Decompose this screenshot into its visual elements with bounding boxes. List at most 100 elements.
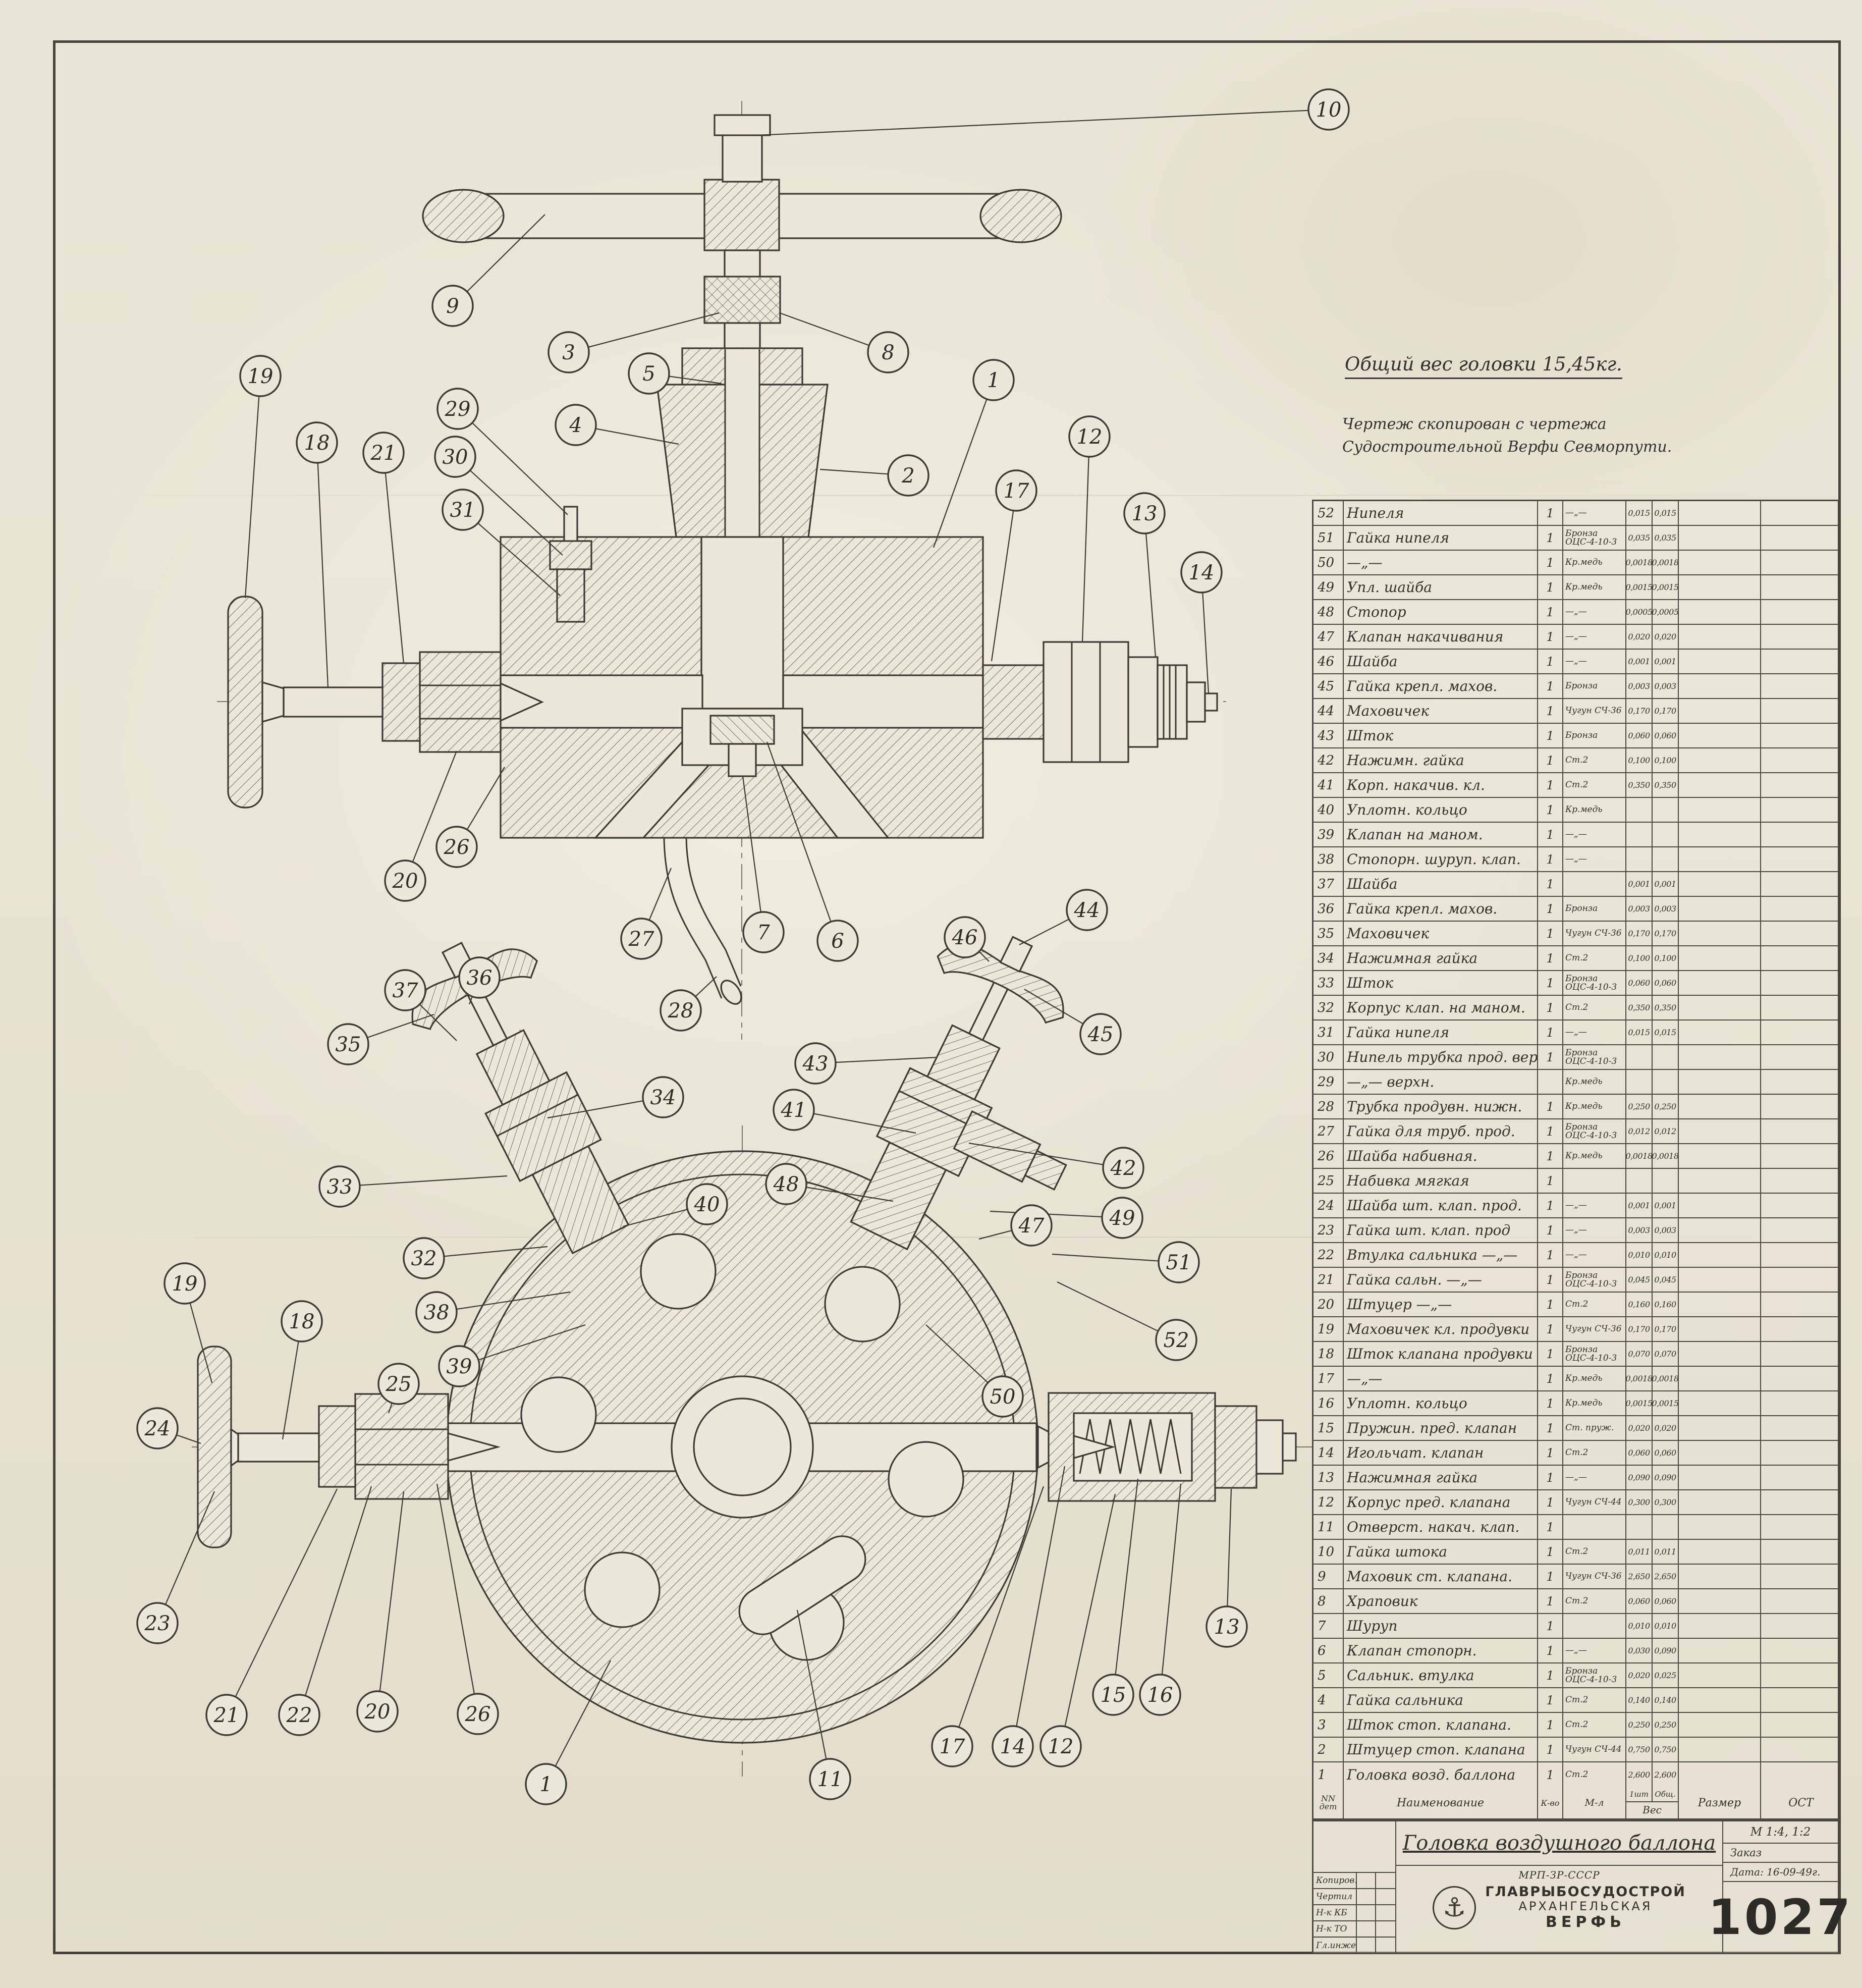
cell-w1: 0,0018 bbox=[1626, 551, 1653, 574]
cell-size bbox=[1679, 798, 1761, 822]
cell-ost bbox=[1761, 501, 1841, 525]
cell-size bbox=[1679, 1565, 1761, 1588]
cell-qty: 1 bbox=[1538, 996, 1563, 1019]
callout-balloon-14: 14 bbox=[992, 1725, 1034, 1767]
cell-ost bbox=[1761, 1540, 1841, 1564]
cell-size bbox=[1679, 1342, 1761, 1366]
cell-name: Трубка продувн. нижн. bbox=[1344, 1095, 1538, 1118]
organization-block: МРП-ЗР-СССР ⚓ ГЛАВРЫБОСУДОСТРОЙ АРХАНГЕЛ… bbox=[1395, 1866, 1723, 1953]
cell-mat: Ст.2 bbox=[1563, 1441, 1626, 1465]
cell-w1: 0,0015 bbox=[1626, 1391, 1653, 1415]
cell-w1: 0,001 bbox=[1626, 1194, 1653, 1217]
svg-text:8: 8 bbox=[882, 341, 894, 364]
cell-nn: 1 bbox=[1313, 1762, 1344, 1787]
cell-qty: 1 bbox=[1538, 1144, 1563, 1168]
cell-mat: Чугун СЧ-36 bbox=[1563, 1317, 1626, 1341]
svg-text:6: 6 bbox=[831, 930, 844, 953]
cell-w2 bbox=[1653, 823, 1679, 846]
cell-qty: 1 bbox=[1538, 823, 1563, 846]
cell-size bbox=[1679, 971, 1761, 995]
cell-name: Сальник. втулка bbox=[1344, 1663, 1538, 1687]
cell-qty: 1 bbox=[1538, 1169, 1563, 1193]
cell-nn: 12 bbox=[1313, 1490, 1344, 1514]
cell-w2: 0,0005 bbox=[1653, 600, 1679, 624]
cell-qty: 1 bbox=[1538, 575, 1563, 599]
callout-balloon-20: 20 bbox=[356, 1690, 399, 1733]
cell-w1: 0,060 bbox=[1626, 971, 1653, 995]
cell-ost bbox=[1761, 748, 1841, 772]
cell-mat: —„— bbox=[1563, 1466, 1626, 1489]
cell-w1: 0,003 bbox=[1626, 1218, 1653, 1242]
handwheel-hub bbox=[703, 179, 780, 251]
svg-text:12: 12 bbox=[1048, 1735, 1074, 1758]
callout-balloon-41: 41 bbox=[773, 1089, 815, 1131]
role-signature-cell bbox=[1357, 1938, 1376, 1954]
callout-balloon-13: 13 bbox=[1123, 492, 1166, 534]
cell-w2: 0,003 bbox=[1653, 674, 1679, 698]
callout-leader-line bbox=[1143, 513, 1157, 658]
cell-w1: 0,060 bbox=[1626, 1441, 1653, 1465]
callout-balloon-40: 40 bbox=[686, 1183, 728, 1225]
drawing-number: 1027 bbox=[1708, 1889, 1853, 1946]
callout-balloon-17: 17 bbox=[931, 1725, 973, 1767]
svg-text:2: 2 bbox=[901, 464, 914, 488]
cell-ost bbox=[1761, 526, 1841, 550]
cell-mat: Бронза ОЦС-4-10-3 bbox=[1563, 971, 1626, 995]
shipyard-logo-anchor-icon: ⚓ bbox=[1433, 1886, 1476, 1929]
cell-w2: 0,0018 bbox=[1653, 1144, 1679, 1168]
callout-balloon-47: 47 bbox=[1010, 1204, 1053, 1247]
copied-from-note: Чертеж скопирован с чертежа Судостроител… bbox=[1342, 413, 1672, 458]
cell-size bbox=[1679, 551, 1761, 574]
cell-name: Корп. накачив. кл. bbox=[1344, 773, 1538, 797]
svg-text:44: 44 bbox=[1074, 899, 1100, 922]
cell-size bbox=[1679, 773, 1761, 797]
svg-text:45: 45 bbox=[1087, 1023, 1114, 1046]
svg-text:13: 13 bbox=[1132, 502, 1158, 525]
cell-w2: 0,060 bbox=[1653, 971, 1679, 995]
cell-name: Штуцер —„— bbox=[1344, 1293, 1538, 1316]
cell-mat: Бронза ОЦС-4-10-3 bbox=[1563, 1119, 1626, 1143]
cell-w2: 0,160 bbox=[1653, 1293, 1679, 1316]
cell-size bbox=[1679, 748, 1761, 772]
cell-qty: 1 bbox=[1538, 1317, 1563, 1341]
cell-ost bbox=[1761, 625, 1841, 649]
cell-size bbox=[1679, 1119, 1761, 1143]
cell-size bbox=[1679, 1663, 1761, 1687]
cell-qty: 1 bbox=[1538, 1367, 1563, 1390]
cell-ost bbox=[1761, 1169, 1841, 1193]
cell-nn: 44 bbox=[1313, 699, 1344, 723]
cell-size bbox=[1679, 575, 1761, 599]
cell-name: Гайка нипеля bbox=[1344, 526, 1538, 550]
cell-size bbox=[1679, 1391, 1761, 1415]
cell-ost bbox=[1761, 847, 1841, 871]
cell-name: Нажимная гайка bbox=[1344, 1466, 1538, 1489]
handwheel-ball-right bbox=[979, 189, 1062, 243]
svg-text:18: 18 bbox=[289, 1310, 315, 1333]
cell-nn: 19 bbox=[1313, 1317, 1344, 1341]
svg-text:51: 51 bbox=[1166, 1251, 1192, 1274]
cell-nn: 23 bbox=[1313, 1218, 1344, 1242]
callout-leader-line bbox=[990, 1210, 1123, 1219]
cell-w1: 0,020 bbox=[1626, 1663, 1653, 1687]
role-signature-cell bbox=[1357, 1905, 1376, 1920]
svg-text:29: 29 bbox=[445, 398, 471, 421]
cell-nn: 16 bbox=[1313, 1391, 1344, 1415]
cell-w1 bbox=[1626, 1045, 1653, 1069]
cell-w2: 0,0018 bbox=[1653, 551, 1679, 574]
cell-nn: 28 bbox=[1313, 1095, 1344, 1118]
cell-nn: 52 bbox=[1313, 501, 1344, 525]
cell-name: Нажимн. гайка bbox=[1344, 748, 1538, 772]
svg-text:17: 17 bbox=[1004, 479, 1029, 503]
callout-leader-line bbox=[452, 214, 545, 306]
cell-w1: 0,170 bbox=[1626, 922, 1653, 945]
cell-nn: 5 bbox=[1313, 1663, 1344, 1687]
